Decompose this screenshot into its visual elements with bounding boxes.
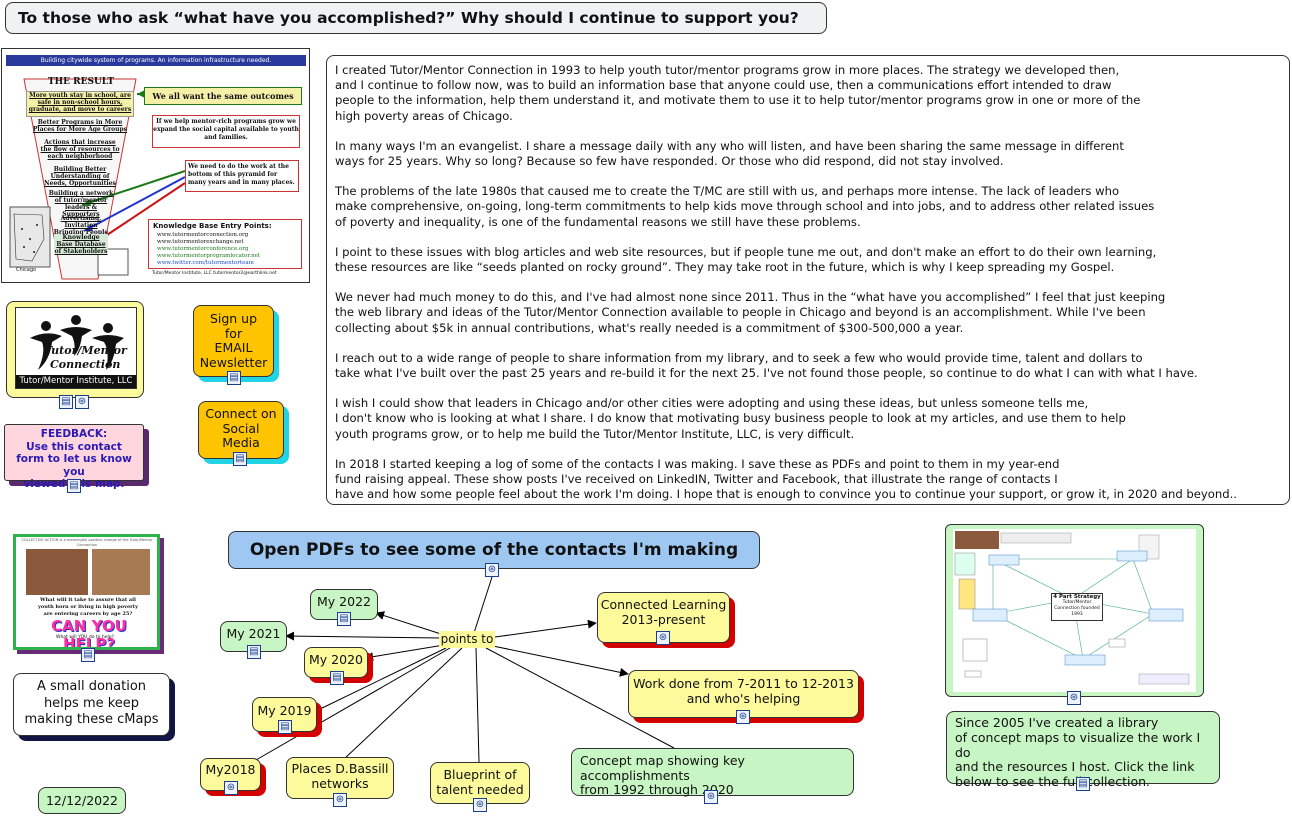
kb-link[interactable]: www.tutormentorexchange.net bbox=[157, 239, 244, 246]
document-icon[interactable]: ▤ bbox=[330, 671, 344, 685]
document-icon[interactable]: ▤ bbox=[1076, 777, 1090, 791]
logo-caption: Tutor/Mentor Institute, LLC bbox=[16, 375, 136, 388]
strategy-map-image[interactable]: 4 Part Strategy Tutor/Mentor Connection … bbox=[945, 524, 1204, 697]
pyramid-level-5: Building a network of tutor/mentor leade… bbox=[46, 190, 116, 218]
accomplishments-map-node[interactable]: Concept map showing key accomplishments … bbox=[571, 748, 854, 796]
pyramid-level-4: Building Better Understanding of Needs, … bbox=[42, 166, 118, 187]
callout-outcomes: We all want the same outcomes bbox=[144, 87, 302, 105]
document-icon[interactable]: ▤ bbox=[337, 612, 351, 626]
strategy-map-canvas: 4 Part Strategy Tutor/Mentor Connection … bbox=[953, 529, 1196, 692]
kb-link[interactable]: www.twitter.com/tutormentorteam bbox=[157, 260, 254, 267]
logo-script-2: Connection bbox=[50, 358, 120, 371]
donation-footer: What will YOU do to help? bbox=[56, 635, 114, 640]
logo-image: Tutor/Mentor Connection Tutor/Mentor Ins… bbox=[15, 307, 137, 389]
feedback-node[interactable]: FEEDBACK: Use this contact form to let u… bbox=[4, 424, 144, 481]
can-you-help-text: CAN YOU HELP? bbox=[34, 617, 144, 650]
pyramid-level-1: More youth stay in school, are safe in n… bbox=[26, 91, 134, 117]
concept-map-icon[interactable]: ⊛ bbox=[333, 793, 347, 807]
library-node[interactable]: Since 2005 I've created a library of con… bbox=[946, 711, 1220, 784]
essay-paragraph: I reach out to a wide range of people to… bbox=[335, 351, 1281, 381]
knowledge-base-box: Knowledge Base Entry Points: www.tutorme… bbox=[148, 219, 302, 269]
donation-node[interactable]: A small donation helps me keep making th… bbox=[13, 673, 170, 736]
essay-paragraph: In many ways I'm an evangelist. I share … bbox=[335, 139, 1281, 169]
essay-paragraph: I point to these issues with blog articl… bbox=[335, 245, 1281, 275]
concept-map-icon[interactable]: ⊛ bbox=[224, 781, 238, 795]
essay-paragraph: We never had much money to do this, and … bbox=[335, 290, 1281, 336]
concept-map-icon[interactable]: ⊛ bbox=[656, 631, 670, 645]
pyramid-level-7: Knowledge Base Database of Stakeholders bbox=[54, 234, 108, 255]
pyramid-level-2: Better Programs in More Places for More … bbox=[32, 119, 128, 133]
document-icon[interactable]: ▤ bbox=[59, 395, 73, 409]
concept-map-icon[interactable]: ⊛ bbox=[1067, 691, 1081, 705]
document-icon[interactable]: ▤ bbox=[227, 371, 241, 385]
document-icon[interactable]: ▤ bbox=[81, 648, 95, 662]
signup-newsletter-node[interactable]: Sign up for EMAIL Newsletter bbox=[193, 305, 274, 377]
strategy-map-center: 4 Part Strategy Tutor/Mentor Connection … bbox=[1051, 593, 1103, 621]
concept-map-icon[interactable]: ⊛ bbox=[704, 790, 718, 804]
date-label: 12/12/2022 bbox=[38, 787, 126, 814]
points-to-label: points to bbox=[439, 631, 495, 648]
donation-photo bbox=[92, 549, 150, 595]
callout-capital: If we help mentor-rich programs grow we … bbox=[152, 115, 300, 148]
donation-image[interactable]: COLLECTIVE ACTION is a meaningful positi… bbox=[13, 534, 160, 650]
kb-link[interactable]: www.tutormentorconnection.org bbox=[157, 232, 248, 239]
pyramid-image[interactable]: Building citywide system of programs. An… bbox=[1, 48, 310, 283]
map-label: Chicago bbox=[16, 267, 36, 273]
concept-map-icon[interactable]: ⊛ bbox=[485, 563, 499, 577]
callout-work: We need to do the work at the bottom of … bbox=[185, 160, 299, 192]
connect-social-node[interactable]: Connect on Social Media bbox=[198, 401, 284, 459]
essay-paragraph: In 2018 I started keeping a log of some … bbox=[335, 457, 1281, 503]
donation-header: COLLECTIVE ACTION is a meaningful positi… bbox=[19, 538, 155, 548]
pyramid-footer: Tutor/Mentor Institute, LLC tutormentor2… bbox=[152, 271, 277, 276]
page-title: To those who ask “what have you accompli… bbox=[5, 2, 827, 34]
essay-paragraph: The problems of the late 1980s that caus… bbox=[335, 184, 1281, 230]
knowledge-base-title: Knowledge Base Entry Points: bbox=[153, 222, 297, 230]
document-icon[interactable]: ▤ bbox=[247, 645, 261, 659]
donation-photo bbox=[26, 549, 88, 595]
essay-paragraph: I wish I could show that leaders in Chic… bbox=[335, 396, 1281, 442]
document-icon[interactable]: ▤ bbox=[67, 479, 81, 493]
pyramid-heading: THE RESULT bbox=[28, 77, 134, 87]
document-icon[interactable]: ▤ bbox=[278, 720, 292, 734]
kb-link[interactable]: www.tutormentorprogramlocator.net bbox=[157, 253, 260, 260]
concept-map-icon[interactable]: ⊛ bbox=[473, 798, 487, 812]
essay-paragraph: I created Tutor/Mentor Connection in 199… bbox=[335, 63, 1281, 124]
document-icon[interactable]: ▤ bbox=[233, 452, 247, 466]
kb-link[interactable]: www.tutormentorconference.org bbox=[157, 246, 248, 253]
logo-script-1: Tutor/Mentor bbox=[44, 344, 127, 357]
logo-node[interactable]: Tutor/Mentor Connection Tutor/Mentor Ins… bbox=[6, 301, 144, 398]
concept-map-icon[interactable]: ⊛ bbox=[75, 395, 89, 409]
pyramid-level-3: Actions that increase the flow of resour… bbox=[38, 139, 122, 160]
strategy-map-center-sub: Tutor/Mentor Connection founded 1993 bbox=[1052, 600, 1102, 618]
concept-map-icon[interactable]: ⊛ bbox=[736, 710, 750, 724]
donation-question: What will it take to assure that all you… bbox=[36, 597, 140, 618]
essay-text: I created Tutor/Mentor Connection in 199… bbox=[326, 55, 1290, 505]
